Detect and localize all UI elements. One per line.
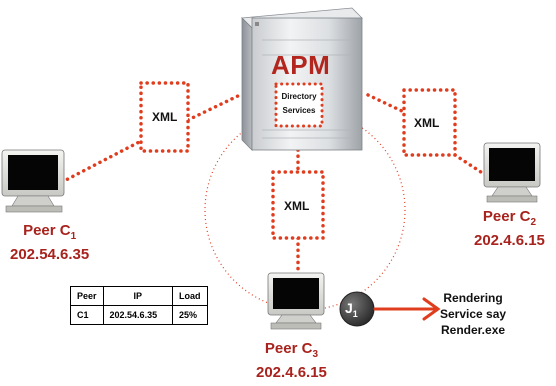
line-apm-to-xml2 <box>366 93 406 114</box>
peer-c2-computer-icon <box>483 142 541 203</box>
arrow-to-rendering <box>373 297 441 321</box>
table-cell-peer: C1 <box>70 305 104 325</box>
xml-label-right: XML <box>414 116 440 130</box>
table-cell-load: 25% <box>172 305 208 325</box>
xml-boxes <box>139 81 457 240</box>
table-row: C1 202.54.6.35 25% <box>70 305 208 325</box>
xml-box-right <box>402 88 457 157</box>
peer-c1-label: Peer C1 202.54.6.35 <box>10 222 89 264</box>
peer-c3-computer-icon <box>267 272 325 330</box>
directory-services-line2: Services <box>282 106 316 115</box>
peer-c3-name: Peer C3 <box>264 340 318 360</box>
peer-c1-computer-icon <box>1 149 65 213</box>
peer-c3-label: Peer C3 202.4.6.15 <box>256 340 327 382</box>
xml-box-center <box>271 170 325 240</box>
table-header-row: Peer IP Load <box>70 286 208 306</box>
rendering-line3: Render.exe <box>441 323 506 337</box>
table-header-ip: IP <box>102 286 174 306</box>
xml-label-left: XML <box>152 110 178 124</box>
apm-title: APM <box>271 50 331 80</box>
peer-c2-ip: 202.4.6.15 <box>474 232 545 249</box>
table-header-peer: Peer <box>70 286 104 306</box>
job-j1-label: J1 <box>345 300 358 319</box>
directory-services-line1: Directory <box>281 92 317 101</box>
rendering-line2: Service say <box>440 307 507 321</box>
peer-c3-ip: 202.4.6.15 <box>256 364 327 381</box>
xml-box-left <box>139 81 190 153</box>
rendering-service-label: Rendering Service say Render.exe <box>440 290 506 338</box>
line-c1-to-xml1 <box>60 138 145 184</box>
peer-c1-name: Peer C1 <box>23 222 77 242</box>
peer-c1-ip: 202.54.6.35 <box>10 246 90 263</box>
table-header-load: Load <box>172 286 208 306</box>
directory-services-box <box>274 82 324 128</box>
peer-load-table: Peer IP Load C1 202.54.6.35 25% <box>70 286 208 325</box>
line-xml1-to-apm <box>186 93 242 122</box>
peer-c2-label: Peer C2 202.4.6.15 <box>474 208 545 250</box>
peer-c2-name: Peer C2 <box>482 208 536 228</box>
rendering-line1: Rendering <box>443 291 503 305</box>
table-cell-ip: 202.54.6.35 <box>102 305 174 325</box>
directory-services-label: Directory Services <box>278 90 320 118</box>
xml-label-center: XML <box>284 199 310 213</box>
